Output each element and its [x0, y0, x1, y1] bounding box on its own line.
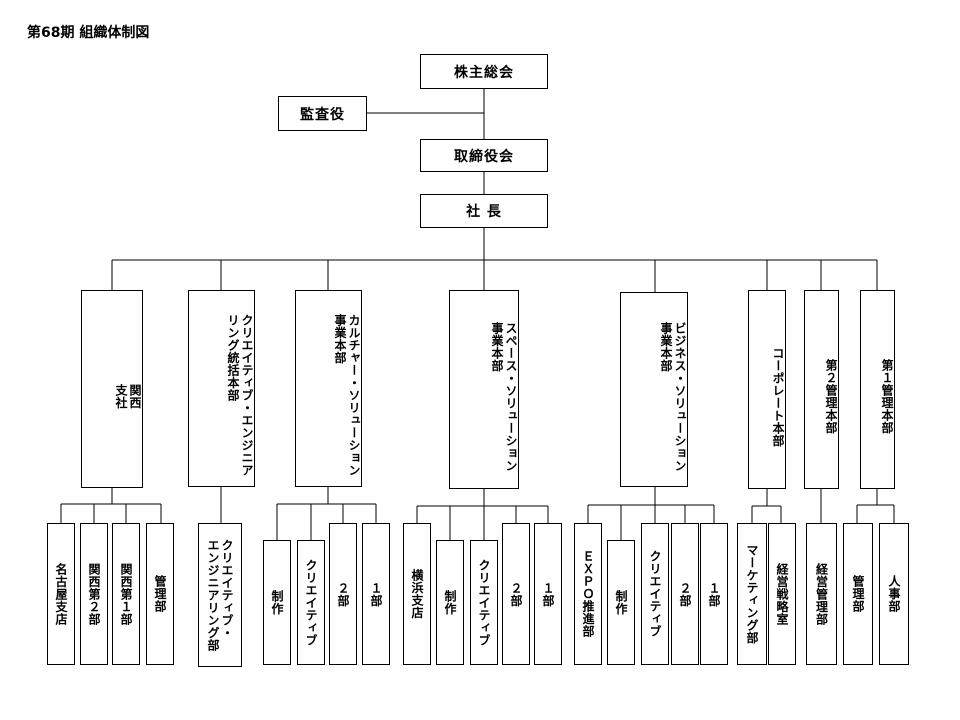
dept-yokohama-branch: 横浜支店 [403, 523, 431, 665]
division-business-solution: ビジネス・ソリューション 事業本部 [620, 292, 688, 487]
president-box: 社 長 [420, 194, 548, 228]
shareholders-meeting-label: 株主総会 [454, 64, 514, 81]
division-management-1: 第１管理本部 [860, 290, 895, 489]
dept-label: 制作 [614, 590, 628, 615]
auditor-label: 監査役 [300, 106, 345, 123]
division-kansai-branch: 関西 支社 [81, 290, 143, 488]
dept-label: クリエイティブ [477, 558, 491, 647]
dept-label: １部 [369, 581, 383, 607]
board-box: 取締役会 [420, 139, 548, 172]
division-label: 第１管理本部 [880, 359, 894, 434]
division-label: スペース・ソリューション 事業本部 [490, 321, 518, 472]
dept-human-resources: 人事部 [879, 523, 909, 665]
shareholders-meeting-box: 株主総会 [420, 54, 548, 89]
dept-space-1: １部 [534, 523, 562, 665]
dept-label: クリエイティブ・ エンジニアリング部 [206, 538, 234, 652]
dept-label: ＥＸＰＯ推進部 [581, 550, 595, 638]
division-space-solution: スペース・ソリューション 事業本部 [449, 290, 519, 489]
division-label: 第２管理本部 [824, 359, 838, 434]
dept-label: 関西第１部 [119, 562, 133, 626]
dept-label: ２部 [678, 581, 692, 607]
dept-expo-promotion: ＥＸＰＯ推進部 [574, 523, 602, 665]
dept-space-production: 制作 [436, 540, 464, 665]
dept-label: 制作 [443, 590, 457, 615]
dept-space-creative: クリエイティブ [470, 540, 498, 665]
dept-label: クリエイティブ [648, 550, 662, 638]
dept-label: マーケティング部 [745, 544, 759, 644]
division-management-2: 第２管理本部 [804, 290, 839, 489]
board-label: 取締役会 [454, 148, 514, 165]
dept-business-production: 制作 [607, 540, 635, 665]
dept-culture-production: 制作 [263, 540, 291, 665]
dept-kansai-2: 関西第２部 [80, 523, 108, 665]
dept-label: 経営管理部 [814, 562, 829, 626]
dept-label: １部 [541, 581, 555, 607]
dept-culture-2: ２部 [329, 523, 357, 665]
dept-nagoya-branch: 名古屋支店 [47, 523, 75, 665]
division-corporate: コーポレート本部 [748, 290, 786, 489]
dept-label: クリエイティブ [304, 558, 318, 647]
division-label: 関西 支社 [114, 383, 142, 409]
division-label: カルチャー・ソリューション 事業本部 [333, 314, 361, 477]
dept-business-creative: クリエイティブ [641, 523, 669, 665]
dept-label: 制作 [270, 590, 284, 615]
division-creative-engineering: クリエイティブ・エンジニア リング統括本部 [188, 290, 255, 487]
dept-creative-engineering: クリエイティブ・ エンジニアリング部 [198, 523, 242, 667]
dept-marketing: マーケティング部 [737, 523, 767, 665]
auditor-box: 監査役 [278, 96, 367, 131]
dept-label: 人事部 [887, 575, 901, 613]
dept-kansai-admin: 管理部 [146, 523, 174, 665]
dept-label: １部 [707, 581, 721, 607]
division-label: クリエイティブ・エンジニア リング統括本部 [226, 314, 254, 477]
dept-kansai-1: 関西第１部 [112, 523, 140, 665]
dept-admin: 管理部 [843, 523, 873, 665]
division-culture-solution: カルチャー・ソリューション 事業本部 [295, 290, 362, 487]
dept-label: ２部 [336, 581, 350, 607]
dept-culture-1: １部 [362, 523, 390, 665]
dept-space-2: ２部 [502, 523, 530, 665]
dept-label: 管理部 [153, 575, 167, 613]
dept-label: 管理部 [851, 575, 865, 613]
dept-business-management: 経営管理部 [806, 523, 837, 665]
dept-label: 関西第２部 [87, 562, 101, 626]
dept-business-1: １部 [700, 523, 728, 665]
dept-strategy-office: 経営戦略室 [768, 523, 796, 665]
page-title: 第68期 組織体制図 [27, 25, 150, 41]
dept-label: ２部 [509, 581, 523, 607]
dept-business-2: ２部 [671, 523, 699, 665]
president-label: 社 長 [466, 204, 502, 220]
division-label: コーポレート本部 [771, 346, 785, 447]
dept-label: 横浜支店 [410, 569, 424, 619]
dept-label: 名古屋支店 [54, 562, 68, 626]
division-label: ビジネス・ソリューション 事業本部 [659, 321, 687, 472]
dept-culture-creative: クリエイティブ [297, 540, 325, 665]
dept-label: 経営戦略室 [775, 562, 789, 626]
